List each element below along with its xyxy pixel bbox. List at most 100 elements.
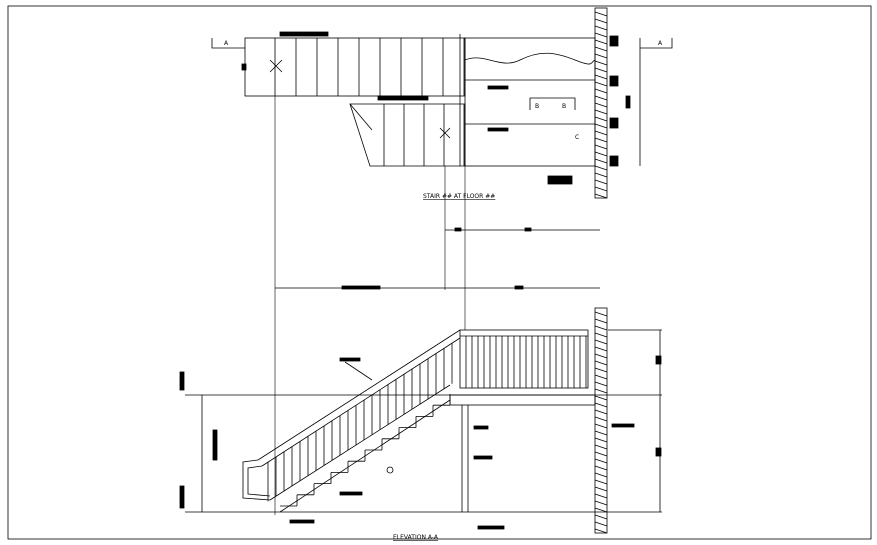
wall-hatch-line: [594, 151, 608, 157]
section-cut-right: [640, 38, 673, 49]
stringer-bottom: [279, 399, 451, 513]
upper-flight-treads: [295, 38, 465, 96]
elevation-dim-tag-1: [655, 355, 662, 365]
note-tag-railing: [339, 357, 361, 362]
note-tag-stringer: [339, 491, 363, 496]
sheet-border: [7, 5, 872, 540]
lower-flight-edge: [349, 103, 373, 131]
stair-elevation: ELEVATION A-A: [179, 307, 662, 541]
wall-hatch-line: [594, 60, 608, 66]
wall-hatch-line: [594, 416, 608, 422]
wall-hatch-line: [594, 346, 608, 352]
post-tag-1: [473, 425, 489, 430]
plan-wall-hatch: [594, 11, 608, 199]
landing-mark-c: C: [575, 134, 579, 141]
column-4: [609, 155, 619, 167]
wall-hatch-line: [594, 53, 608, 59]
wall-hatch-line: [594, 25, 608, 31]
wall-hatch-line: [594, 109, 608, 115]
plan-note-tag: [547, 175, 573, 185]
wall-hatch-line: [594, 186, 608, 192]
wall-hatch-line: [594, 193, 608, 199]
wall-hatch-line: [594, 339, 608, 345]
plan-dim-tag-right: [625, 95, 631, 109]
wall-hatch-line: [594, 311, 608, 317]
wall-hatch-line: [594, 528, 608, 534]
lower-flight-outline: [349, 103, 466, 167]
wall-hatch-line: [594, 374, 608, 380]
wall-hatch-line: [594, 102, 608, 108]
section-label-right: A: [658, 40, 663, 47]
wall-hatch-line: [594, 395, 608, 401]
lower-flight-treads: [383, 104, 465, 166]
wall-hatch-line: [594, 144, 608, 150]
wall-hatch-line: [594, 74, 608, 80]
elevation-dim-tag-2: [655, 447, 662, 457]
plan-dimension-tag-top: [279, 31, 329, 37]
stair-steps: [280, 394, 451, 507]
post-tag-2: [473, 455, 493, 460]
wall-hatch-line: [594, 388, 608, 394]
wall-hatch-line: [594, 493, 608, 499]
wall-hatch-line: [594, 500, 608, 506]
note-tag-wall: [611, 423, 635, 428]
note-tag-base: [289, 519, 315, 524]
break-cross-b: [269, 59, 283, 73]
handrail-end-return: [242, 459, 271, 501]
landing-break-line: [464, 52, 596, 65]
section-label-left: A: [224, 40, 229, 47]
level-mark-lower: [179, 485, 185, 509]
wall-hatch-line: [594, 451, 608, 457]
wall-hatch-line: [594, 172, 608, 178]
column-2: [609, 75, 619, 87]
wall-hatch-line: [594, 444, 608, 450]
landing-dim-tag-1: [487, 85, 509, 90]
elevation-title: ELEVATION A-A: [393, 534, 439, 541]
wall-hatch-line: [594, 514, 608, 520]
wall-hatch-line: [594, 67, 608, 73]
wall-hatch-line: [594, 458, 608, 464]
dim-tag-3: [341, 285, 381, 290]
elevation-wall: [594, 307, 608, 534]
wall-hatch-line: [594, 95, 608, 101]
wall-hatch-line: [594, 46, 608, 52]
level-mark-mid: [212, 429, 218, 461]
plan-dimension-tag-mid: [377, 95, 429, 101]
section-cut-left: [211, 38, 245, 49]
plan-dimension-tag-left: [241, 63, 247, 71]
landing-slab: [449, 394, 596, 406]
dim-tag-1: [454, 227, 462, 232]
landing-mark-b2: B: [562, 103, 566, 110]
column-3: [609, 117, 619, 129]
post-tag-3: [477, 525, 505, 530]
projection-lines: [274, 96, 466, 515]
wall-hatch-line: [594, 158, 608, 164]
wall-hatch-line: [594, 88, 608, 94]
stair-balusters: [267, 343, 453, 502]
wall-hatch-line: [594, 81, 608, 87]
wall-hatch-line: [594, 381, 608, 387]
wall-hatch-line: [594, 507, 608, 513]
stair-plan: A A B B C: [211, 7, 673, 290]
wall-hatch-line: [594, 423, 608, 429]
elevation-wall-hatch: [594, 311, 608, 534]
landing-detail-bracket: [529, 97, 576, 110]
detail-marker: [386, 466, 394, 474]
wall-hatch-line: [594, 123, 608, 129]
wall-hatch-line: [594, 367, 608, 373]
wall-hatch-line: [594, 409, 608, 415]
wall-hatch-line: [594, 486, 608, 492]
column-1: [609, 35, 619, 47]
wall-hatch-line: [594, 465, 608, 471]
wall-hatch-line: [594, 437, 608, 443]
wall-hatch-line: [594, 521, 608, 527]
wall-hatch-line: [594, 318, 608, 324]
wall-hatch-line: [594, 130, 608, 136]
wall-hatch-line: [594, 116, 608, 122]
handrail-upper: [257, 329, 461, 461]
leader-railing: [344, 361, 373, 381]
handrail-lower: [261, 337, 461, 467]
wall-hatch-line: [594, 325, 608, 331]
